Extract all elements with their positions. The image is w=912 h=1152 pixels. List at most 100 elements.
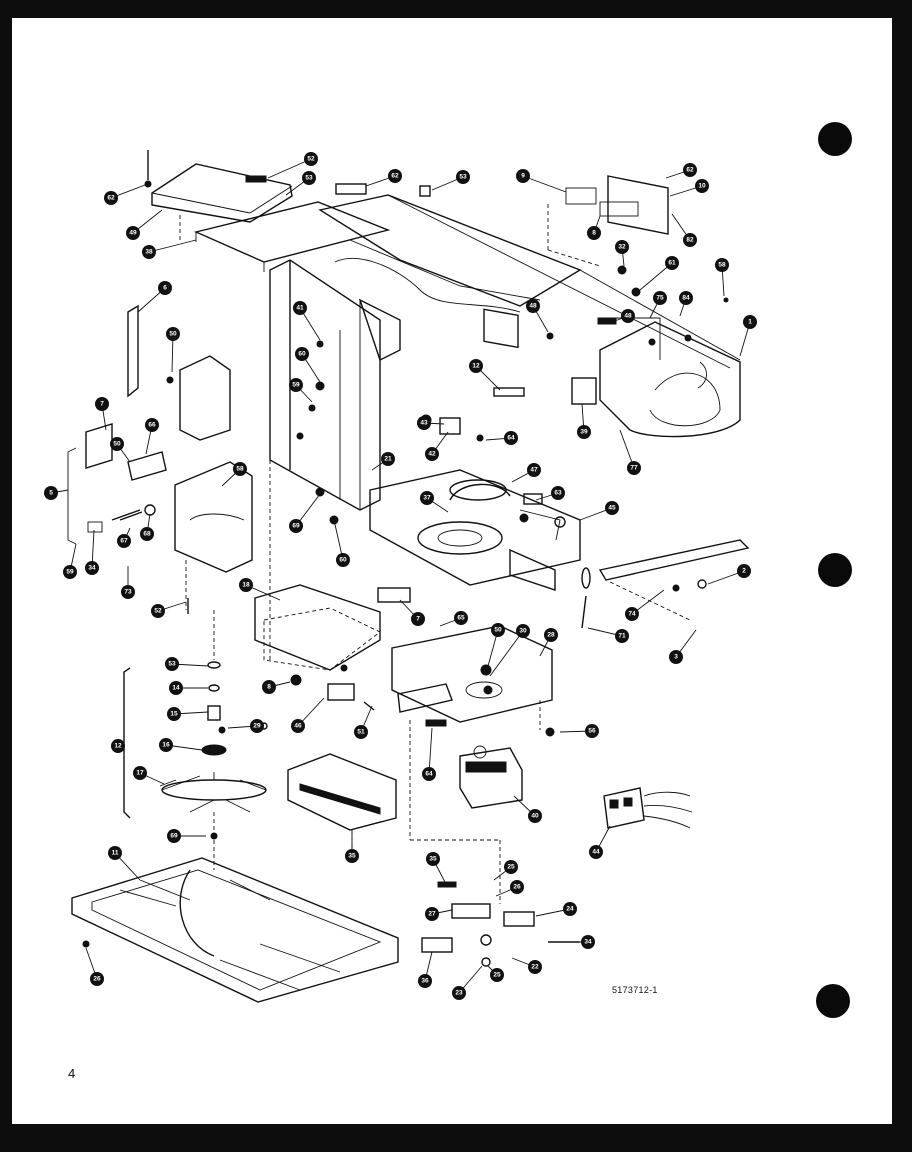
callout-53: 53 [302,171,316,185]
callout-label: 67 [120,538,128,545]
callout-balloon [563,902,577,916]
callout-36: 36 [418,974,432,988]
page-number: 4 [68,1066,76,1081]
callout-12: 12 [469,359,483,373]
callout-balloon [104,191,118,205]
callout-balloon [516,169,530,183]
callout-label: 75 [656,295,664,302]
callout-label: 65 [457,615,465,622]
callout-75: 75 [653,291,667,305]
callout-label: 36 [421,978,429,985]
callout-label: 66 [148,422,156,429]
callout-71: 71 [615,629,629,643]
callout-1: 1 [743,315,757,329]
callout-48: 48 [526,299,540,313]
callout-45: 45 [605,501,619,515]
callout-label: 46 [294,723,302,730]
callout-balloon [425,907,439,921]
callout-balloon [167,707,181,721]
callout-balloon [585,724,599,738]
callout-66: 66 [145,418,159,432]
callout-balloon [121,585,135,599]
callout-6: 6 [158,281,172,295]
callout-label: 28 [547,632,555,639]
callout-42: 42 [425,447,439,461]
callout-27: 27 [425,907,439,921]
scan-border-right [892,0,912,1152]
callout-balloon [527,463,541,477]
callout-73: 73 [121,585,135,599]
callout-label: 68 [143,531,151,538]
callout-balloon [491,623,505,637]
callout-label: 49 [129,230,137,237]
callout-label: 60 [298,351,306,358]
callout-balloon [452,986,466,1000]
callout-2: 2 [737,564,751,578]
waveguide-cover [287,753,397,856]
callout-58: 58 [715,258,729,272]
callout-balloon [516,624,530,638]
callout-balloon [302,171,316,185]
callout-label: 58 [718,262,726,269]
callout-label: 12 [114,743,122,750]
callout-label: 16 [162,742,170,749]
callout-62: 62 [104,191,118,205]
callout-label: 1 [748,319,752,326]
callout-29: 29 [250,719,264,733]
callout-balloon [145,418,159,432]
callout-35: 35 [426,852,440,866]
small-hardware [82,150,729,948]
callout-17: 17 [133,766,147,780]
callout-47: 47 [527,463,541,477]
callout-label: 29 [253,723,261,730]
cavity-floor-assembly [369,469,581,591]
callout-balloon [167,829,181,843]
callout-balloon [158,281,172,295]
callout-balloon [44,486,58,500]
callout-balloon [615,240,629,254]
callout-leader-line [428,727,433,775]
callout-label: 61 [668,260,676,267]
callout-label: 5 [49,490,53,497]
callout-label: 8 [267,684,271,691]
callout-balloon [504,860,518,874]
drawing-number: 5173712-1 [612,985,658,995]
callout-label: 12 [472,363,480,370]
callout-label: 64 [425,771,433,778]
callout-82: 82 [683,233,697,247]
callout-balloon [345,849,359,863]
callout-balloon [737,564,751,578]
callout-balloon [625,607,639,621]
callout-label: 7 [100,401,104,408]
callout-10: 10 [695,179,709,193]
callout-53: 53 [165,657,179,671]
callout-34: 34 [581,935,595,949]
callout-label: 34 [88,565,96,572]
callout-label: 51 [357,729,365,736]
callout-62: 62 [683,163,697,177]
callout-50: 50 [166,327,180,341]
callout-balloon [159,738,173,752]
callout-balloon [250,719,264,733]
callout-balloon [528,809,542,823]
callout-balloon [111,739,125,753]
callout-37: 37 [420,491,434,505]
callout-50: 50 [110,437,124,451]
callout-label: 50 [169,331,177,338]
callout-69: 69 [167,829,181,843]
callout-label: 38 [145,249,153,256]
callout-label: 10 [698,183,706,190]
scan-border-top [0,0,912,18]
callout-label: 84 [682,295,690,302]
callout-label: 35 [348,853,356,860]
callout-label: 45 [608,505,616,512]
callout-label: 50 [494,627,502,634]
callout-38: 38 [142,245,156,259]
callout-balloon [295,347,309,361]
control-cover [151,163,293,242]
callout-41: 41 [293,301,307,315]
callout-leader-line [267,158,312,179]
callout-label: 69 [170,833,178,840]
callout-28: 28 [544,628,558,642]
